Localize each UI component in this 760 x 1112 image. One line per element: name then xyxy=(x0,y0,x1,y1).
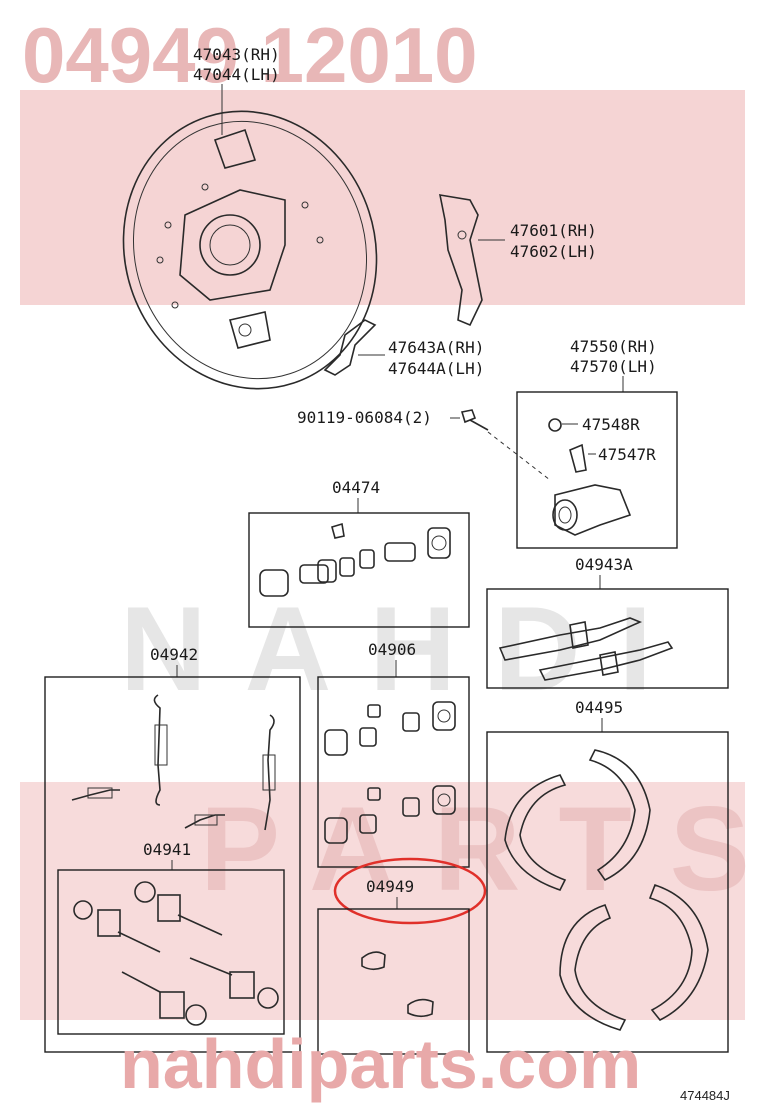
watermark-site: nahdiparts.com xyxy=(120,1025,641,1103)
label-47548r: 47548R xyxy=(582,415,640,434)
kit-04474-box xyxy=(248,512,470,628)
kit-04941-box xyxy=(57,869,285,1035)
kit-04495-box xyxy=(486,731,729,1053)
wheel-cylinder xyxy=(548,418,632,536)
label-47550: 47550(RH) xyxy=(570,337,657,356)
parking-brake-lever xyxy=(438,194,483,327)
part-number-heading: 04949 12010 xyxy=(22,11,477,99)
label-04943a: 04943A xyxy=(575,555,633,574)
backing-plate xyxy=(122,110,378,390)
label-04941: 04941 xyxy=(143,840,191,859)
label-47601: 47601(RH) xyxy=(510,221,597,240)
cup-kit-parts xyxy=(324,701,456,844)
wheel-cylinder-box xyxy=(516,391,678,549)
watermark-sub: PARTS xyxy=(200,782,760,916)
spring-parts xyxy=(71,694,276,831)
label-04495: 04495 xyxy=(575,698,623,717)
label-04474: 04474 xyxy=(332,478,380,497)
label-04906: 04906 xyxy=(368,640,416,659)
label-90119: 90119-06084(2) xyxy=(297,408,432,427)
brake-shoes xyxy=(504,749,709,1031)
watermark-band-top xyxy=(20,90,745,305)
hold-down-parts xyxy=(73,881,279,1026)
cylinder-kit-parts xyxy=(259,522,451,597)
figure-code: 474484J xyxy=(680,1088,730,1103)
label-04942: 04942 xyxy=(150,645,198,664)
label-47643a: 47643A(RH) xyxy=(388,338,484,357)
kit-04906-box xyxy=(317,676,470,868)
adjuster-parts xyxy=(498,617,674,681)
kit-04943a-box xyxy=(486,588,729,689)
kit-04942-box xyxy=(44,676,301,1053)
label-47570: 47570(LH) xyxy=(570,357,657,376)
kit-04949-box xyxy=(317,908,470,1055)
label-47043: 47043(RH) xyxy=(193,45,280,64)
label-47602: 47602(LH) xyxy=(510,242,597,261)
bracket xyxy=(323,319,377,376)
label-47044: 47044(LH) xyxy=(193,65,280,84)
label-47644a: 47644A(LH) xyxy=(388,359,484,378)
boot-parts xyxy=(361,951,434,1018)
bolt xyxy=(460,409,489,431)
label-04949: 04949 xyxy=(366,877,414,896)
label-47547r: 47547R xyxy=(598,445,656,464)
highlight-ring xyxy=(333,857,487,925)
